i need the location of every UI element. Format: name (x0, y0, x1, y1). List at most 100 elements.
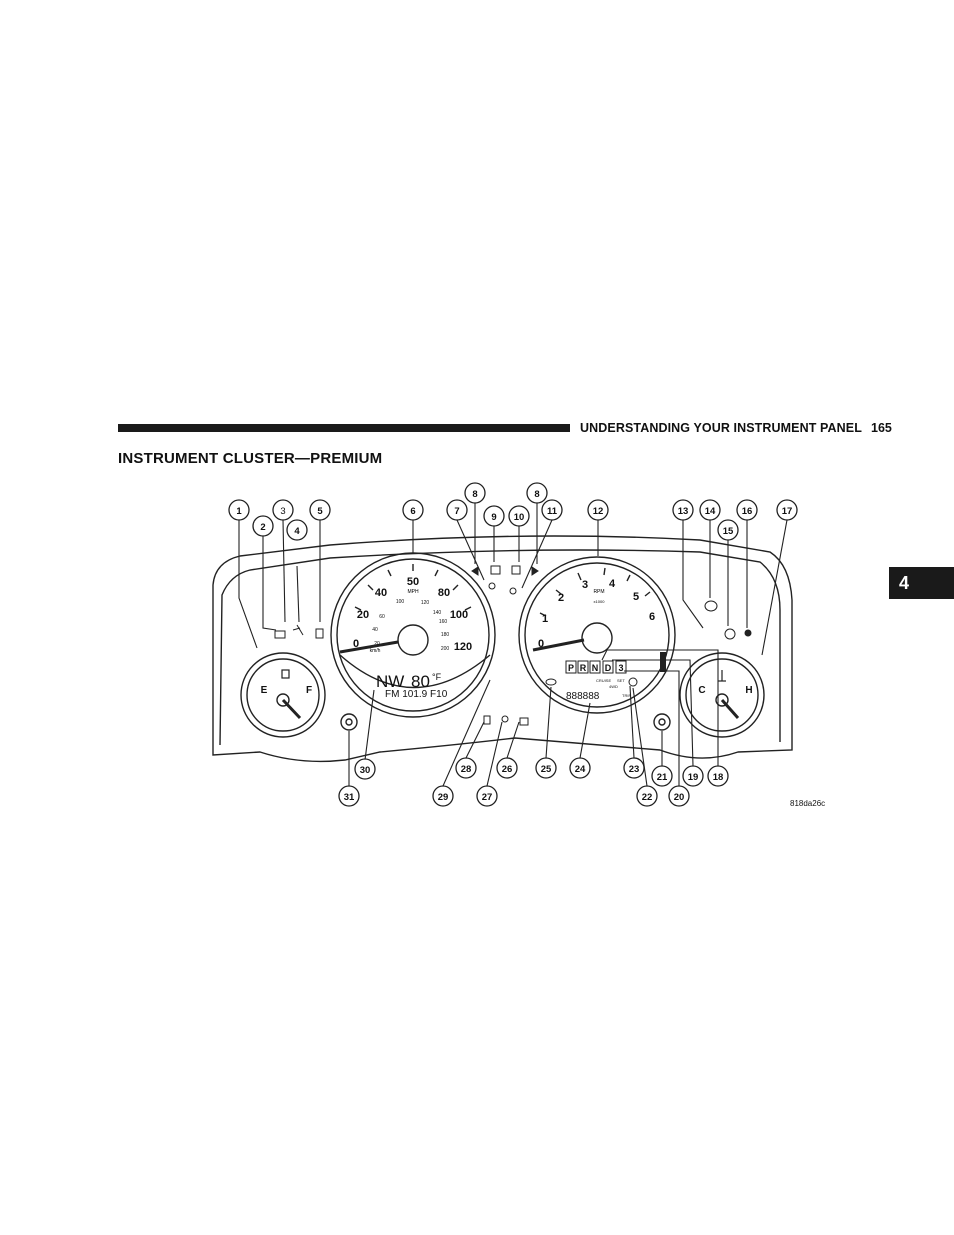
temperature-readout: 80 (411, 672, 430, 691)
tach-tick-2: 2 (558, 592, 564, 604)
mph-tick-100: 100 (450, 609, 468, 621)
callout-10: 10 (514, 512, 525, 523)
turn-right-icon (531, 566, 539, 576)
callout-15: 15 (723, 526, 734, 537)
abs-icon (744, 629, 752, 637)
callout-20: 20 (674, 792, 685, 803)
callout-1: 1 (236, 506, 242, 517)
callout-30: 30 (360, 765, 371, 776)
callout-6: 6 (410, 506, 415, 517)
tach-tick-3: 3 (582, 579, 588, 591)
callout-13: 13 (678, 506, 689, 517)
speedometer-needle (339, 640, 399, 654)
rpm-multiplier: x1000 (594, 599, 606, 604)
turn-left-icon (471, 566, 479, 576)
kmh-tick-200: 200 (441, 646, 450, 652)
speedometer-ticks (354, 564, 472, 611)
kmh-tick-100: 100 (396, 599, 405, 605)
callout-14: 14 (705, 506, 716, 517)
tach-tick-5: 5 (633, 591, 639, 603)
tach-tick-6: 6 (649, 611, 655, 623)
callout-8a: 8 (472, 489, 477, 500)
tach-redline (660, 652, 666, 672)
mph-tick-80: 80 (438, 587, 450, 599)
callout-19: 19 (688, 772, 699, 783)
cruise-label: CRUISE (596, 678, 611, 683)
fuel-full-label: F (306, 685, 312, 696)
tachometer-hub (581, 622, 613, 654)
callout-27: 27 (482, 792, 493, 803)
callout-2: 2 (260, 522, 265, 533)
callout-12: 12 (593, 506, 604, 517)
kmh-tick-120: 120 (421, 600, 430, 606)
airbag-icon (511, 565, 521, 575)
esc-off-icon (483, 715, 491, 725)
tach-tick-4: 4 (609, 578, 616, 590)
odometer-readout: 888888 (566, 691, 600, 702)
esp-icon (501, 715, 509, 723)
fog-lamp-icon (519, 717, 529, 726)
callout-11: 11 (547, 506, 558, 517)
kmh-tick-160: 160 (439, 619, 448, 625)
mph-tick-120: 120 (454, 641, 472, 653)
temp-gauge (679, 652, 765, 738)
callout-circles (228, 482, 798, 807)
kmh-tick-140: 140 (433, 610, 442, 616)
instrument-cluster-diagram: 0 20 40 50 80 100 120 MPH 20 40 60 100 1… (212, 482, 798, 807)
gear-r: R (580, 663, 587, 673)
tachometer-dial (518, 556, 676, 714)
temperature-unit: °F (432, 672, 442, 682)
radio-readout: FM 101.9 F10 (385, 689, 448, 700)
callout-5: 5 (317, 506, 323, 517)
running-head: UNDERSTANDING YOUR INSTRUMENT PANEL (580, 421, 862, 435)
message-display-window (339, 654, 491, 689)
compass-readout: NW (376, 672, 404, 691)
gear-d: D (605, 663, 612, 673)
cluster-inner-bezel (219, 549, 781, 746)
fuel-pump-icon (281, 669, 290, 679)
mph-tick-0: 0 (353, 638, 359, 650)
callout-9: 9 (491, 512, 496, 523)
callout-7: 7 (454, 506, 459, 517)
tachometer-ticks (539, 567, 651, 617)
kmh-label: km/h (370, 648, 381, 654)
callout-29: 29 (438, 792, 449, 803)
battery-icon (274, 630, 286, 639)
rpm-label: RPM (593, 589, 604, 595)
set-label: SET (617, 678, 625, 683)
callout-leaders (238, 502, 788, 787)
callout-18: 18 (713, 772, 724, 783)
trip-reset-knob (340, 713, 358, 731)
gear-n: N (592, 663, 599, 673)
check-engine-icon (545, 678, 557, 686)
seatbelt-icon (488, 582, 496, 590)
temp-cold-label: C (698, 685, 705, 696)
callout-4: 4 (294, 526, 300, 537)
callout-31: 31 (344, 792, 355, 803)
kmh-tick-180: 180 (441, 632, 450, 638)
tach-tick-1: 1 (542, 613, 548, 625)
fourwd-icon (628, 677, 638, 687)
fuel-gauge (240, 652, 326, 738)
mph-tick-20: 20 (357, 609, 369, 621)
cluster-housing (212, 535, 793, 763)
gear-3: 3 (618, 663, 623, 673)
trip-label: TRIP (622, 693, 631, 698)
parking-brake-icon (296, 624, 304, 636)
fuel-needle (281, 698, 302, 720)
callout-26: 26 (502, 764, 513, 775)
section-title: INSTRUMENT CLUSTER—PREMIUM (118, 450, 383, 467)
mph-tick-40: 40 (375, 587, 387, 599)
page-number: 165 (871, 421, 892, 435)
callout-17: 17 (782, 506, 793, 517)
tachometer-needle (532, 638, 585, 652)
kmh-tick-60: 60 (379, 614, 385, 620)
callout-28: 28 (461, 764, 472, 775)
low-fuel-icon (315, 628, 324, 639)
mph-tick-50: 50 (407, 576, 419, 588)
kmh-tick-40: 40 (372, 627, 378, 633)
callout-21: 21 (657, 772, 668, 783)
callout-16: 16 (742, 506, 753, 517)
kmh-tick-20: 20 (374, 641, 380, 647)
temp-hot-label: H (745, 685, 752, 696)
